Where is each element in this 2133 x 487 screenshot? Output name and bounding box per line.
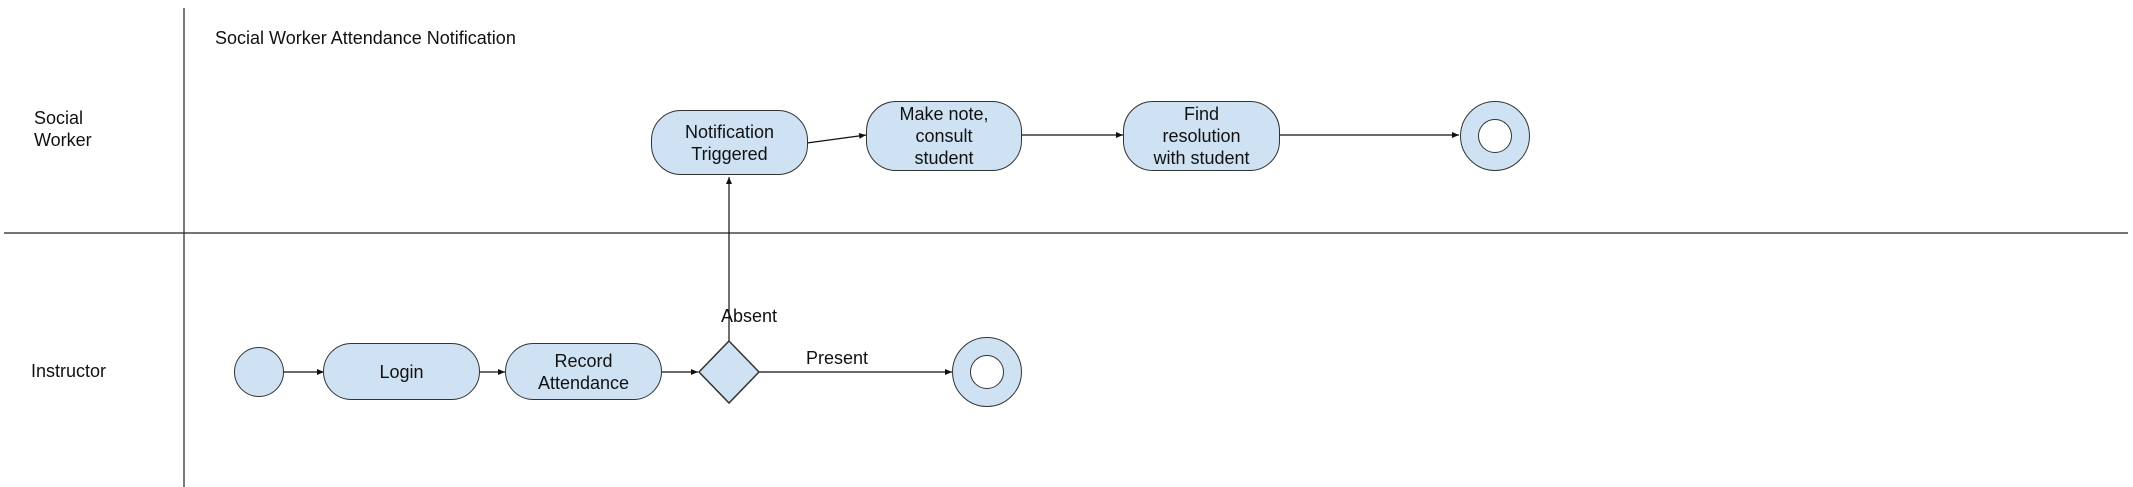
- find-resolution-node: Find resolution with student: [1123, 101, 1280, 171]
- make-note-node: Make note, consult student: [866, 101, 1022, 171]
- notification-triggered-node: Notification Triggered: [651, 110, 808, 175]
- present-label: Present: [806, 348, 869, 368]
- decision-diamond: [697, 339, 761, 405]
- edge-notification-to-note: [806, 132, 867, 144]
- start-node: [234, 347, 284, 397]
- record-attendance-node: Record Attendance: [505, 343, 662, 400]
- lane-label-instructor: Instructor: [31, 361, 107, 381]
- lane-label-social-worker: Social Worker: [34, 108, 92, 150]
- login-node: Login: [323, 343, 480, 400]
- instructor-end-node: [952, 337, 1022, 407]
- social-worker-end-node-inner: [1478, 119, 1512, 153]
- absent-label: Absent: [721, 306, 778, 326]
- instructor-end-node-inner: [970, 355, 1004, 389]
- diagram-title: Social Worker Attendance Notification: [215, 28, 516, 48]
